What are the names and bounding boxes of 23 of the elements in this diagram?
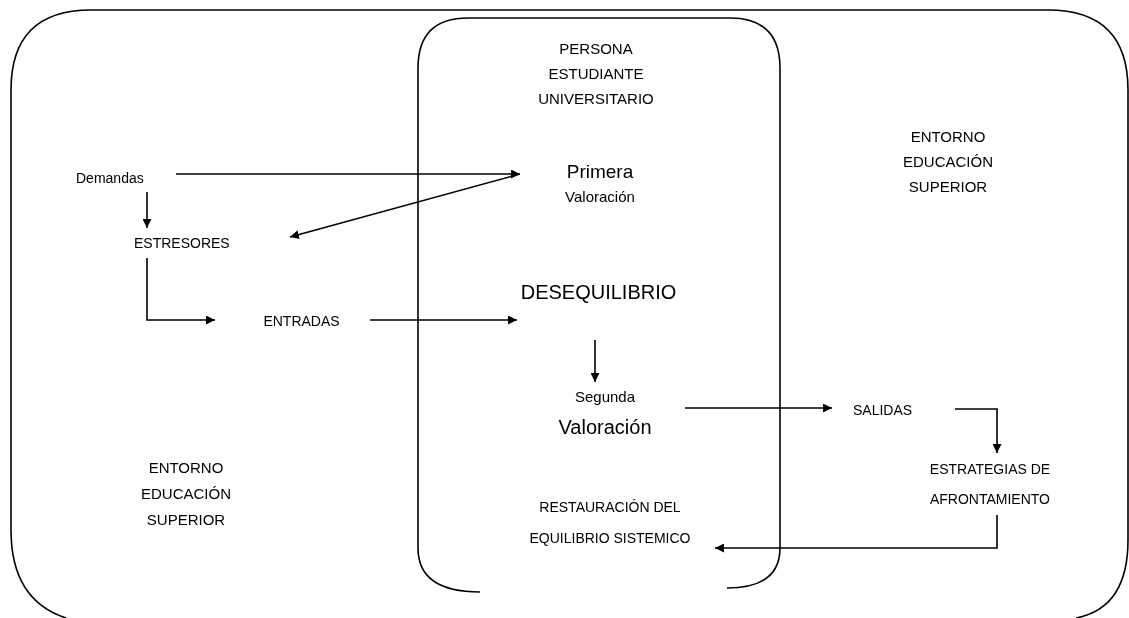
arrow [142, 191, 152, 229]
node-label: Demandas [75, 169, 145, 188]
node-label: Valoración [564, 187, 636, 207]
node-label: ESTRATEGIAS DE AFRONTAMIENTO [928, 460, 1052, 509]
arrow [146, 257, 216, 325]
node-label: ESTRESORES [133, 234, 231, 253]
region-label: ENTORNO EDUCACIÓN SUPERIOR [902, 127, 994, 197]
region-label: PERSONA ESTUDIANTE UNIVERSITARIO [537, 39, 655, 109]
region-label: ENTORNO EDUCACIÓN SUPERIOR [140, 458, 232, 530]
arrow [590, 339, 600, 383]
node-label: Segunda [573, 387, 637, 407]
node-label: DESEQUILIBRIO [519, 280, 678, 305]
node-label: ENTRADAS [262, 312, 341, 331]
node-label: Primera [565, 160, 635, 184]
arrow [175, 169, 521, 179]
arrow [369, 315, 518, 325]
node-label: SALIDAS [852, 401, 914, 420]
arrow [954, 408, 1002, 454]
arrow [289, 173, 521, 239]
arrow [714, 514, 998, 553]
node-label: RESTAURACIÓN DEL EQUILIBRIO SISTEMICO [528, 498, 692, 548]
node-label: Valoración [557, 415, 653, 440]
arrow [684, 403, 833, 413]
